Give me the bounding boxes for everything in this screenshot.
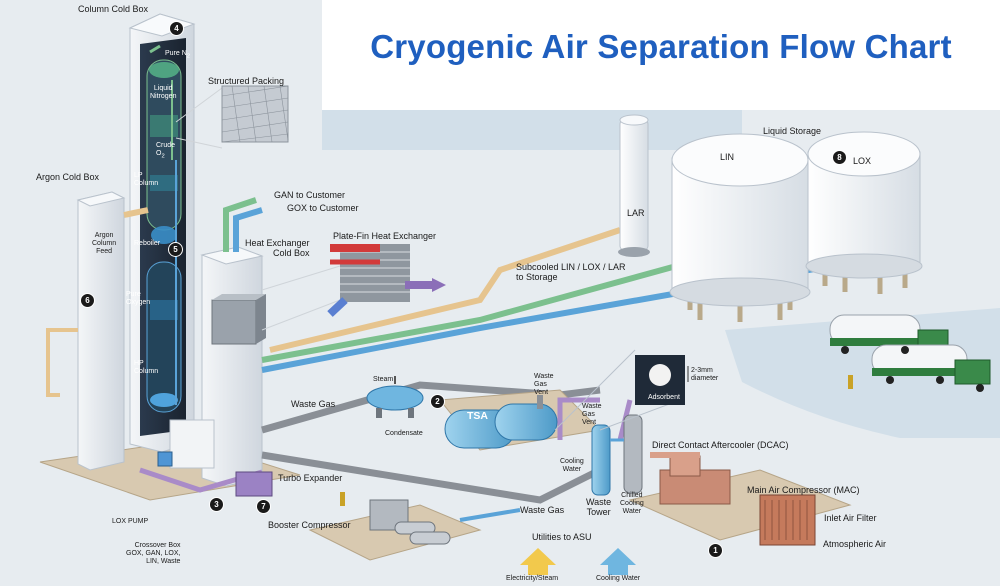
waste-gas-pipe-bottom xyxy=(261,451,602,504)
label-turbo-expander: Turbo Expander xyxy=(278,473,343,483)
label-waste-tower: Waste Tower xyxy=(586,497,612,518)
label-gan-to-customer: GAN to Customer xyxy=(274,190,346,200)
label-plate-fin-heat-exchanger: Plate-Fin Heat Exchanger xyxy=(333,231,437,241)
badge-3: 3 xyxy=(209,497,224,512)
label-cooling-water: Cooling Water xyxy=(560,458,584,474)
gox-pipe xyxy=(233,207,263,252)
turbo-expander xyxy=(235,471,273,497)
label-pure-n2: Pure N2 xyxy=(165,50,191,60)
label-electricity-steam: Electricity/Steam xyxy=(506,575,559,582)
hp-column-vessel xyxy=(146,261,182,413)
water-top-2 xyxy=(322,110,742,150)
label-pure-oxygen: Pure Oxygen xyxy=(126,291,151,307)
label-subcooled: Subcooled LIN / LOX / LAR to Storage xyxy=(516,262,626,283)
lin-pipe xyxy=(261,262,681,363)
label-column-cold-box: Column Cold Box xyxy=(78,4,149,14)
label-argon-column-feed: Argon Column Feed xyxy=(92,232,117,256)
label-lox: LOX xyxy=(853,156,872,166)
structured-packing-inset xyxy=(221,85,289,143)
label-mac: Main Air Compressor (MAC) xyxy=(747,485,860,495)
gan-pipe xyxy=(223,197,257,252)
label-lp-column: LP Column xyxy=(134,172,159,188)
label-hp-column: HP Column xyxy=(134,360,159,376)
tanker-trucks xyxy=(829,314,991,392)
label-diameter: 2-3mm diameter xyxy=(691,367,719,383)
label-liquid-nitrogen: Liquid Nitrogen xyxy=(150,85,177,101)
badge-1: 1 xyxy=(708,543,723,558)
label-lin: LIN xyxy=(720,152,735,162)
label-argon-cold-box: Argon Cold Box xyxy=(36,172,100,182)
lar-tank xyxy=(619,119,649,251)
badge-4: 4 xyxy=(169,21,184,36)
lin-tank xyxy=(669,133,811,322)
label-lar: LAR xyxy=(627,208,645,218)
badge-7: 7 xyxy=(256,499,271,514)
cooling-water-arrow xyxy=(600,548,636,575)
label-waste-gas-vent-2: Waste Gas Vent xyxy=(582,403,602,427)
label-crude-o2: Crude O2 xyxy=(156,142,176,160)
plate-fin-block xyxy=(211,299,257,345)
label-waste-gas-top: Waste Gas xyxy=(291,399,336,409)
title-banner: Cryogenic Air Separation Flow Chart xyxy=(322,0,1000,110)
label-crossover-box: Crossover Box GOX, GAN, LOX, LIN, Waste xyxy=(126,542,181,566)
lox-tank xyxy=(805,131,923,294)
badge-6: 6 xyxy=(80,293,95,308)
label-steam: Steam xyxy=(373,376,394,383)
label-adsorbent: Adsorbent xyxy=(648,394,680,401)
badge-2: 2 xyxy=(430,394,445,409)
label-cooling-water-util: Cooling Water xyxy=(596,575,641,582)
label-gox-to-customer: GOX to Customer xyxy=(287,203,359,213)
argon-feed-pipe xyxy=(123,207,149,218)
inlet-air-filter xyxy=(759,494,816,546)
lar-pipe xyxy=(269,227,621,353)
label-waste-gas-vent-1: Waste Gas Vent xyxy=(534,373,554,397)
crossover-box xyxy=(169,419,215,469)
steam-heater xyxy=(366,385,424,411)
label-waste-gas-bottom: Waste Gas xyxy=(520,505,565,515)
waste-tower xyxy=(591,424,611,496)
worker-icon xyxy=(340,492,345,506)
label-chilled-cooling-water: Chilled Cooling Water xyxy=(620,492,644,516)
page-title: Cryogenic Air Separation Flow Chart xyxy=(370,28,952,65)
label-heat-exchanger-cold-box: Heat Exchanger Cold Box xyxy=(245,238,310,259)
label-utilities-to-asu: Utilities to ASU xyxy=(532,532,592,542)
label-liquid-storage: Liquid Storage xyxy=(763,126,822,136)
label-atmospheric-air: Atmospheric Air xyxy=(823,539,887,549)
badge-5: 5 xyxy=(168,242,183,257)
electricity-steam-arrow xyxy=(520,548,556,575)
argon-loop-pipe xyxy=(46,328,78,397)
label-inlet-air-filter: Inlet Air Filter xyxy=(824,513,877,523)
label-dcac: Direct Contact Aftercooler (DCAC) xyxy=(652,440,789,450)
label-booster-compressor: Booster Compressor xyxy=(268,520,351,530)
lox-pump xyxy=(157,451,173,467)
dcac-vessel xyxy=(623,414,643,494)
label-reboiler: Reboiler xyxy=(134,240,161,247)
label-lox-pump: LOX PUMP xyxy=(112,518,149,525)
label-condensate: Condensate xyxy=(385,430,423,437)
label-structured-packing: Structured Packing xyxy=(208,76,285,86)
waste-gas-pipe-top xyxy=(261,381,601,434)
badge-8: 8 xyxy=(832,150,847,165)
label-tsa: TSA xyxy=(467,410,488,422)
plate-fin-heat-exchanger-inset xyxy=(327,244,446,317)
